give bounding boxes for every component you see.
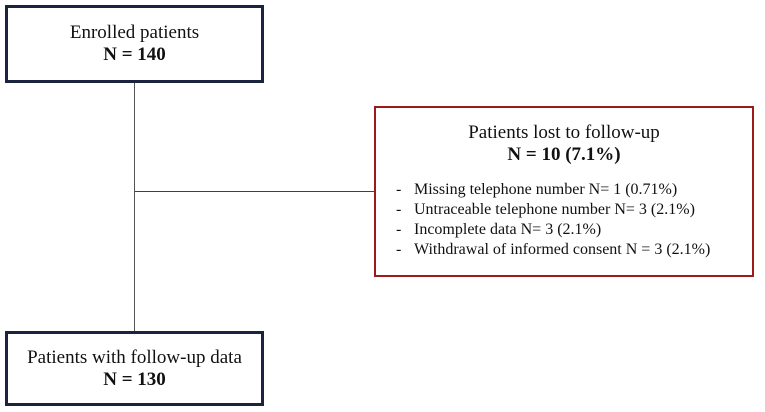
reason-item: -Missing telephone number N= 1 (0.71%): [396, 181, 678, 198]
reason-untraceable-telephone: Untraceable telephone number N= 3 (2.1%): [414, 201, 695, 218]
enrolled-count: N = 140: [103, 44, 166, 65]
lost-reasons-list: -Missing telephone number N= 1 (0.71%) -…: [396, 180, 710, 260]
reason-missing-telephone: Missing telephone number N= 1 (0.71%): [414, 181, 678, 198]
enrolled-patients-box: Enrolled patients N = 140: [5, 5, 264, 83]
lost-title: Patients lost to follow-up: [468, 122, 660, 143]
lost-count: N = 10 (7.1%): [507, 144, 621, 165]
lost-to-followup-box: Patients lost to follow-up N = 10 (7.1%)…: [374, 106, 754, 277]
reason-incomplete-data: Incomplete data N= 3 (2.1%): [414, 221, 602, 238]
reason-item: -Incomplete data N= 3 (2.1%): [396, 221, 602, 238]
reason-withdrawal-consent: Withdrawal of informed consent N = 3 (2.…: [414, 241, 711, 258]
followup-patients-box: Patients with follow-up data N = 130: [5, 331, 264, 406]
reason-item: -Withdrawal of informed consent N = 3 (2…: [396, 241, 711, 258]
lost-branch-connector: [135, 191, 374, 192]
followup-count: N = 130: [103, 368, 166, 390]
reason-item: -Untraceable telephone number N= 3 (2.1%…: [396, 201, 695, 218]
followup-title: Patients with follow-up data: [27, 346, 242, 368]
main-flow-connector: [134, 83, 135, 331]
enrolled-title: Enrolled patients: [69, 22, 200, 43]
